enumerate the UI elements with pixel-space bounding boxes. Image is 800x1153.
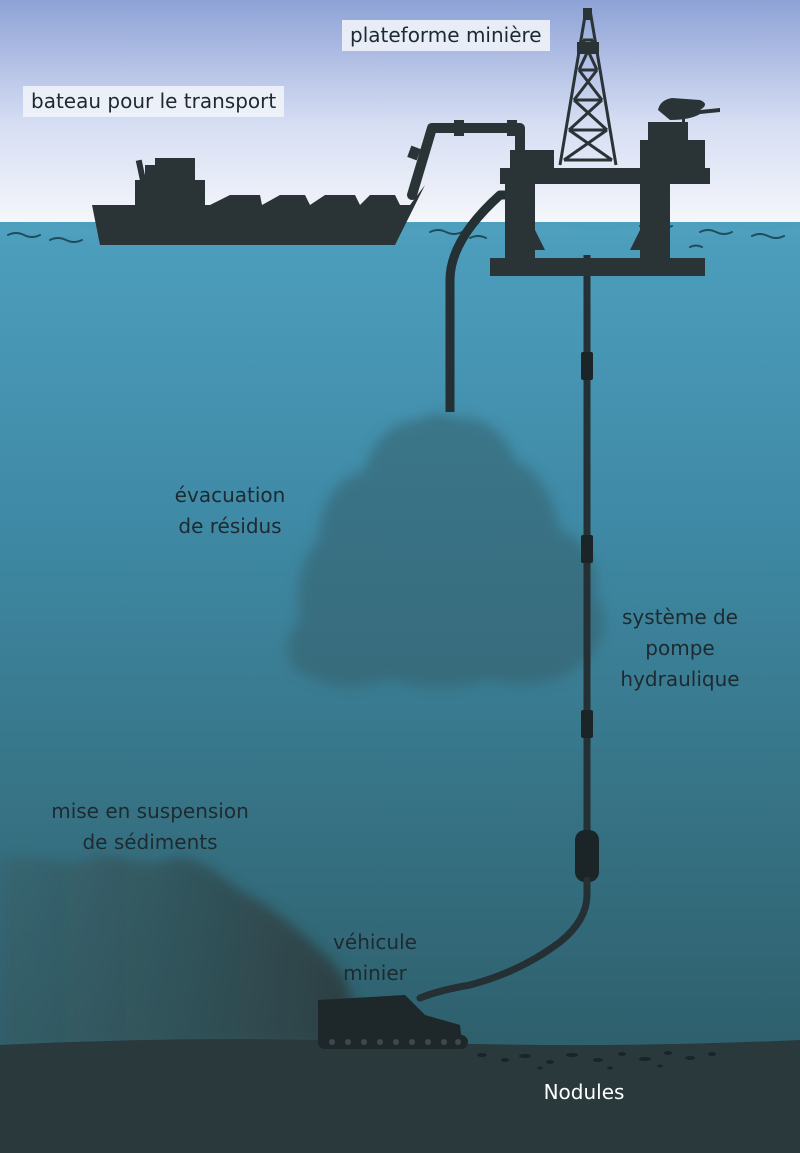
pump-label-line-2: pompe <box>645 636 715 660</box>
ship-label: bateau pour le transport <box>23 86 285 117</box>
waste-discharge-label: évacuation de résidus <box>150 480 310 542</box>
surface-waves <box>7 223 785 248</box>
waste-label-line-1: évacuation <box>174 483 286 507</box>
transfer-pipe <box>407 123 525 200</box>
pump-label-line-3: hydraulique <box>620 667 740 691</box>
nodules-label: Nodules <box>543 1080 625 1104</box>
riser-pipe <box>416 255 599 1002</box>
pump-label-line-1: système de <box>622 605 738 629</box>
platform-label: plateforme minière <box>342 20 550 51</box>
mining-platform <box>490 8 720 276</box>
transport-ship <box>92 158 425 245</box>
vehicle-label-line-1: véhicule <box>333 930 417 954</box>
mining-vehicle <box>318 995 468 1049</box>
waste-label-line-2: de résidus <box>178 514 282 538</box>
vehicle-label-line-2: minier <box>343 961 407 985</box>
pump-system-label: système de pompe hydraulique <box>600 602 760 695</box>
seabed <box>0 1039 800 1153</box>
mining-vehicle-label: véhicule minier <box>305 927 445 989</box>
nodules <box>477 1051 716 1070</box>
tailings-pipe <box>445 190 512 412</box>
sediment-label-line-2: de sédiments <box>82 830 218 854</box>
sediment-label-line-1: mise en suspension <box>51 799 249 823</box>
transfer-pipe-joints <box>407 120 517 161</box>
sediment-label: mise en suspension de sédiments <box>30 796 270 858</box>
waste-plume <box>287 413 604 688</box>
sediment-cloud <box>0 855 360 1045</box>
